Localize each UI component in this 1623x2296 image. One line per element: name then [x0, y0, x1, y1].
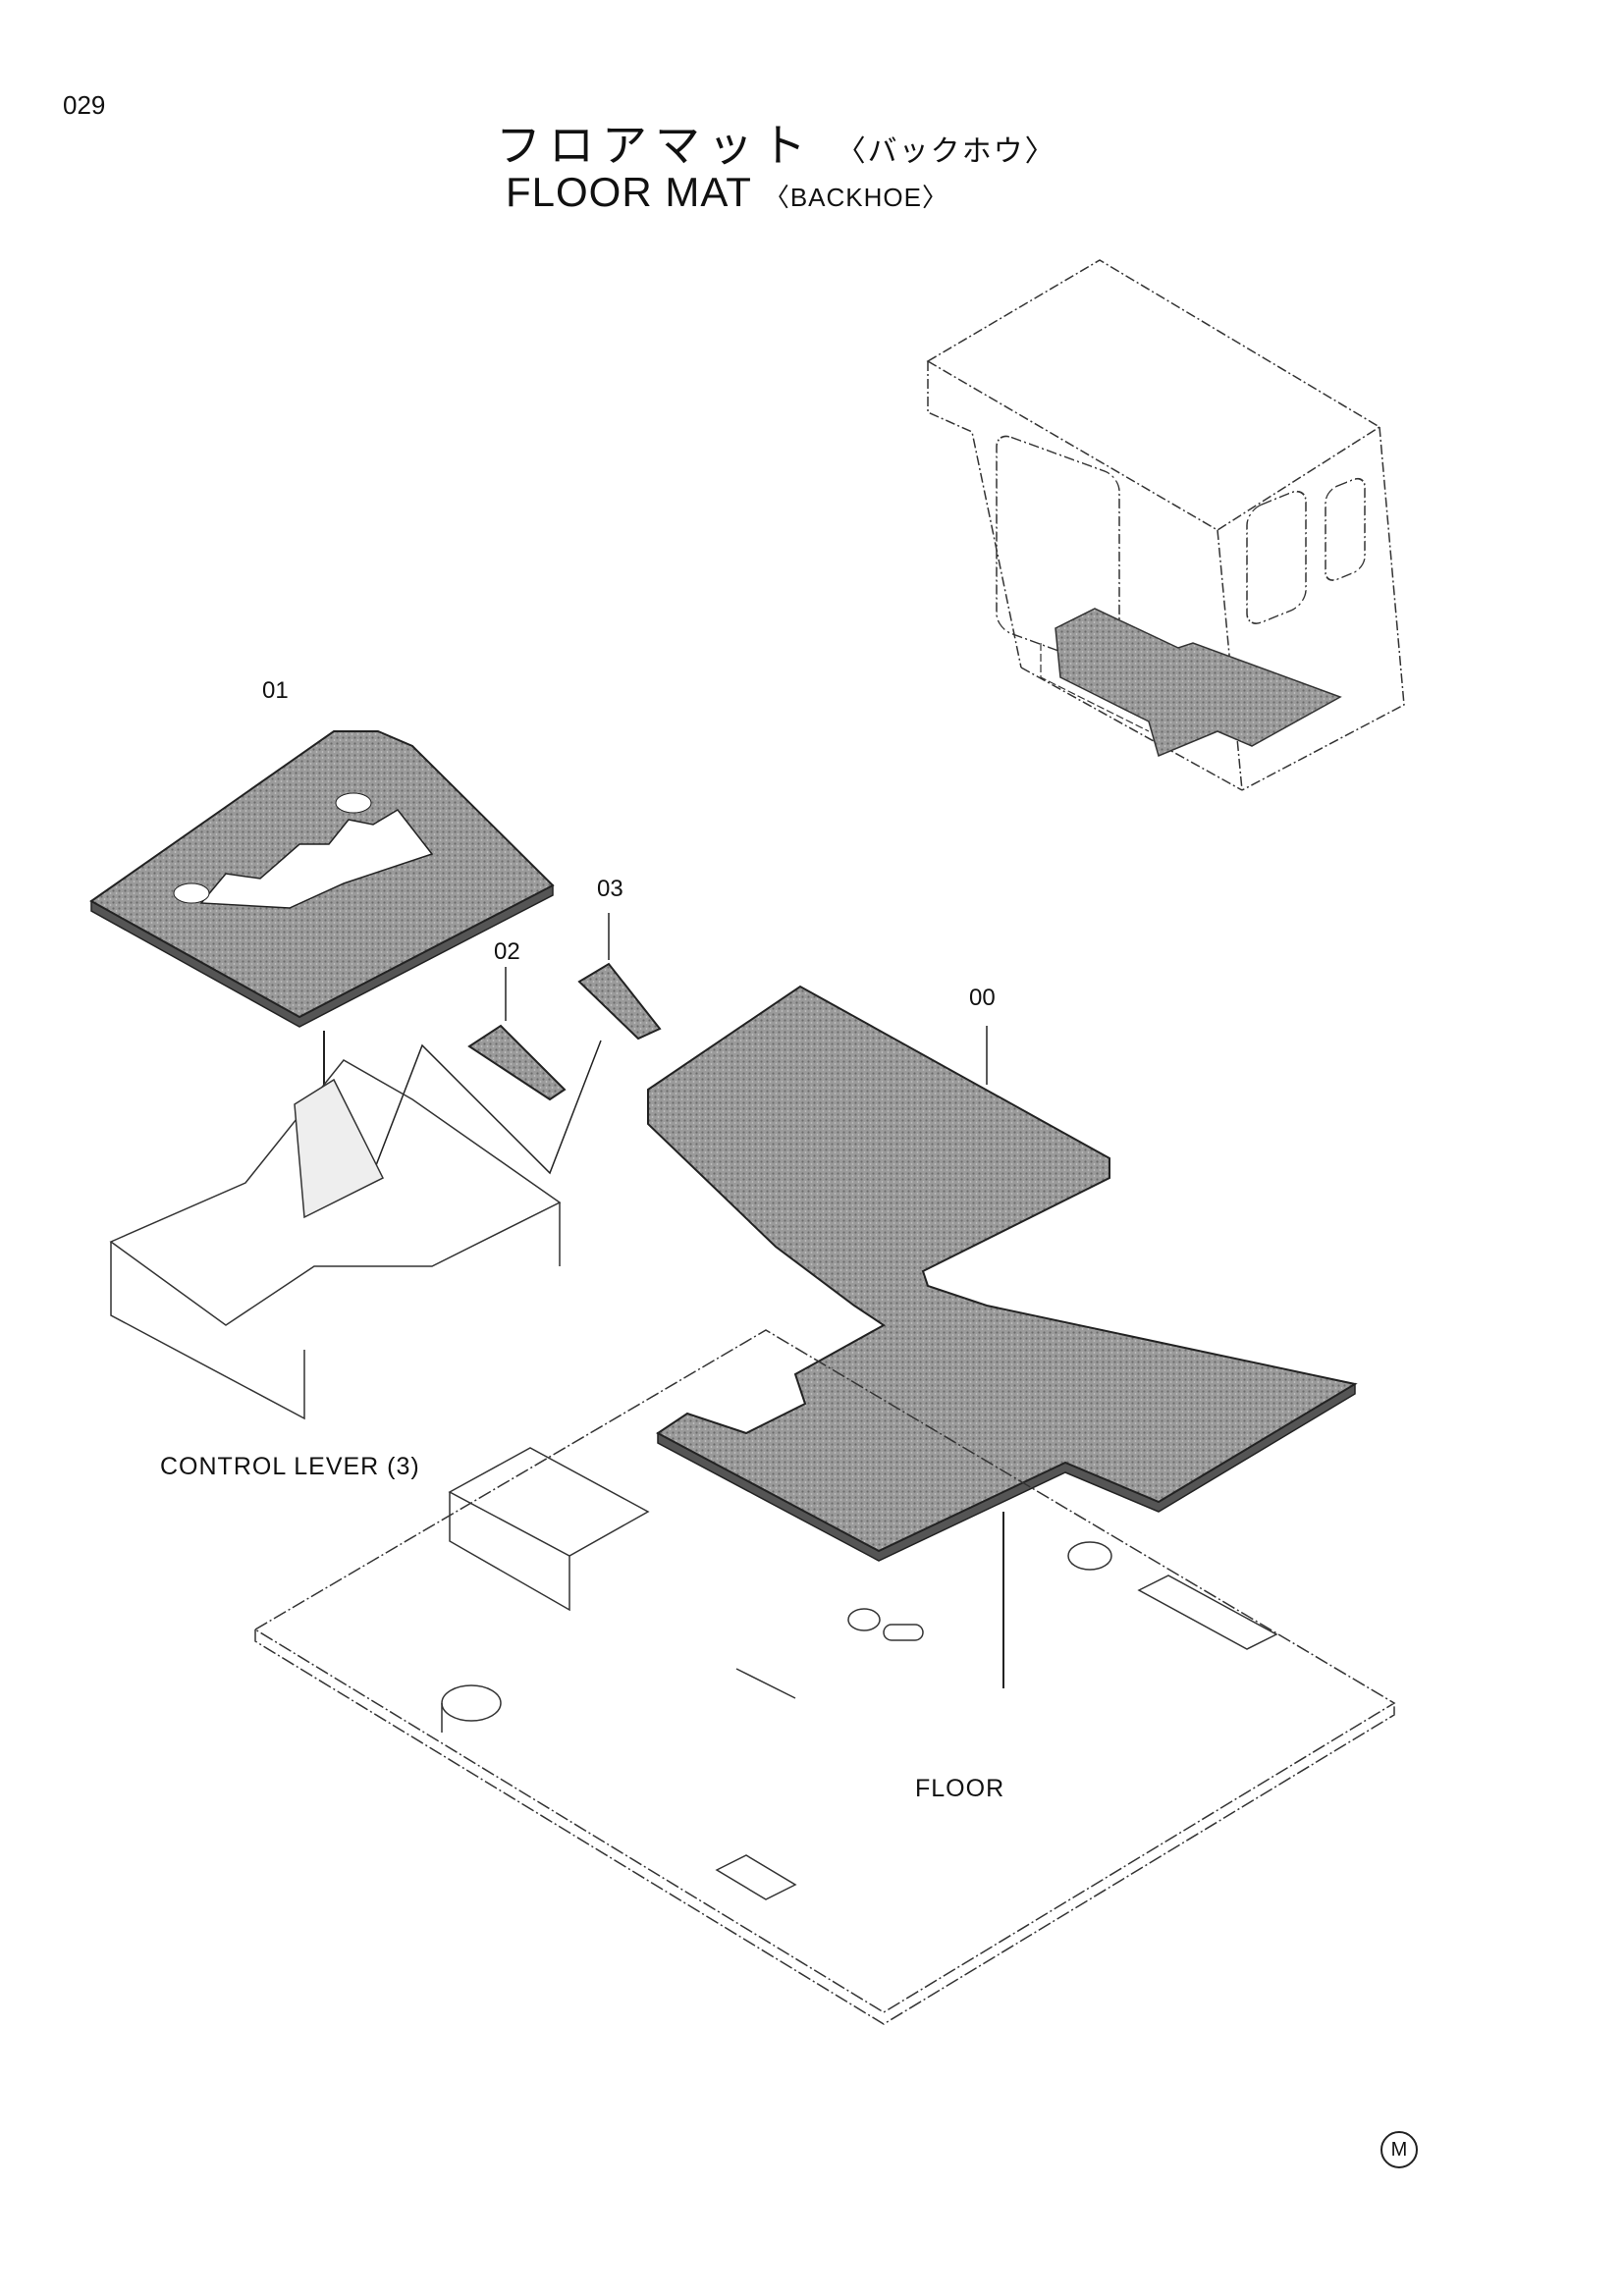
title-en-sub: 〈BACKHOE〉 [763, 183, 948, 212]
part-00-floor-mat [647, 985, 1358, 1688]
floor-rect-small [715, 1854, 797, 1900]
floor-box-sides [449, 1492, 570, 1612]
cab-roof [926, 259, 1381, 531]
floor-plate-edge [254, 1629, 1395, 2025]
floor-hole-1 [847, 1608, 881, 1631]
floor-hole-2 [1067, 1541, 1112, 1571]
part-01-hole-left [173, 882, 210, 904]
floor-plate [253, 1329, 1396, 2025]
cab-window-rear [1325, 477, 1366, 581]
cab-bottom [1020, 667, 1243, 791]
floor-rect-opening [1137, 1575, 1278, 1650]
control-lever-label: CONTROL LEVER (3) [160, 1453, 420, 1480]
pad-leader-lines [372, 1040, 602, 1175]
callout-00: 00 [969, 985, 996, 1011]
title-english: FLOOR MAT 〈BACKHOE〉 [506, 169, 948, 216]
callout-03: 03 [597, 876, 623, 902]
part-03-pad [577, 913, 662, 1041]
floor-label: FLOOR [915, 1775, 1005, 1802]
floor-slot-1 [883, 1624, 924, 1641]
console-front [110, 1242, 305, 1420]
floor-slots [735, 1668, 796, 1699]
m-circle-mark: M [1380, 2131, 1418, 2168]
control-lever-console [109, 1059, 562, 1420]
part-01-hole-right [335, 792, 372, 814]
part-03-shape [577, 962, 662, 1041]
floor-box-top [448, 1447, 650, 1557]
cab-side [1241, 426, 1405, 791]
page-number: 029 [63, 90, 106, 120]
part-02-shape [467, 1024, 567, 1101]
cab-window-right [1246, 490, 1307, 624]
cab-mat-shape [1055, 608, 1342, 758]
part-02-pad [467, 967, 567, 1101]
console-slot [294, 1078, 385, 1219]
part-01-lever-mat [89, 730, 555, 1139]
cab-floor-mat-small [1040, 608, 1342, 758]
cab-mat-edge [1040, 643, 1150, 732]
part-00-mat-body [647, 985, 1358, 1553]
title-japanese: フロアマット 〈バックホウ〉 [496, 110, 1056, 175]
title-jp-sub: 〈バックホウ〉 [836, 134, 1056, 169]
floor-round-boss [441, 1684, 502, 1722]
floor-details [441, 1447, 1278, 1900]
title-en-main: FLOOR MAT [506, 169, 752, 215]
part-01-cutout [199, 809, 434, 909]
cab-illustration [926, 259, 1405, 791]
title-jp-main: フロアマット [496, 119, 814, 172]
cab-window-left [996, 435, 1120, 669]
callout-01: 01 [262, 677, 289, 704]
callout-02: 02 [494, 938, 520, 965]
